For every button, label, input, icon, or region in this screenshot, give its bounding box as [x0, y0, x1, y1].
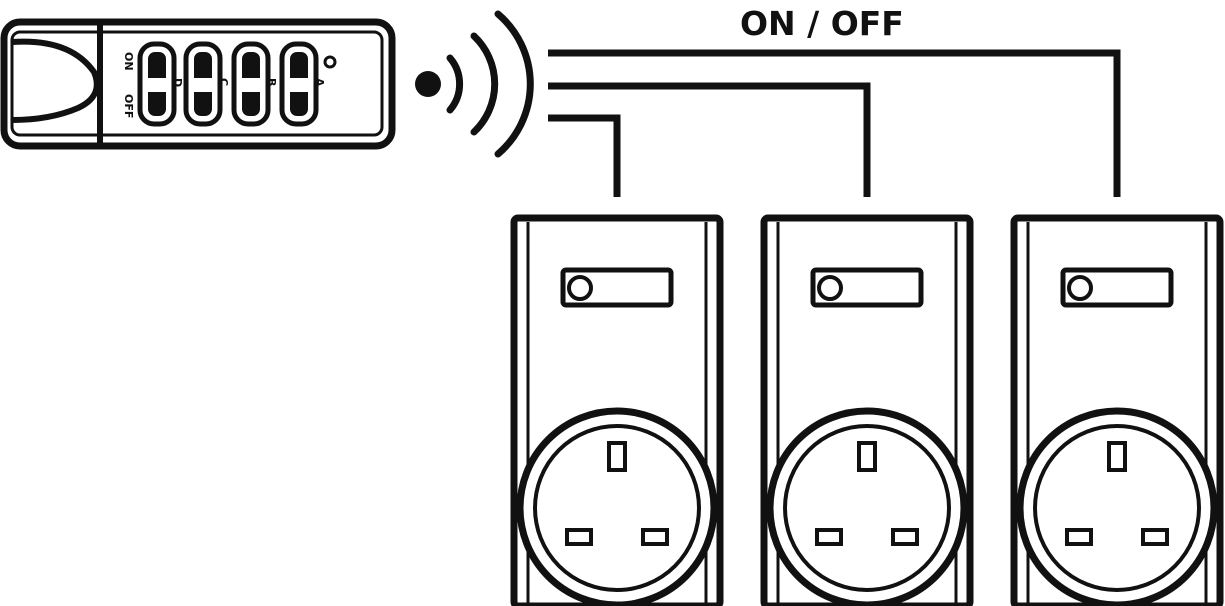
channel-label-b: B [265, 78, 278, 86]
remote-control: ON OFF D C B A [0, 18, 396, 150]
socket-button-icon[interactable] [817, 275, 843, 301]
channel-label-c: C [217, 78, 230, 86]
channel-switch-d[interactable]: D [137, 41, 184, 127]
remote-on-label: ON [122, 52, 135, 71]
signal-line-socket-3 [548, 49, 1121, 197]
socket-indicator-window [1060, 267, 1174, 308]
socket-indicator-window [560, 267, 674, 308]
channel-label-d: D [171, 78, 184, 87]
remote-led-icon [323, 55, 337, 69]
socket-2 [760, 214, 974, 606]
socket-button-icon[interactable] [567, 275, 593, 301]
channel-switch-a[interactable]: A [279, 41, 326, 127]
signal-lines [548, 49, 1121, 197]
remote-grip-icon [11, 38, 100, 123]
remote-off-label: OFF [122, 94, 135, 118]
socket-3 [1010, 214, 1224, 606]
uk-outlet-icon [766, 407, 968, 606]
signal-line-socket-2 [548, 82, 871, 197]
socket-1 [510, 214, 724, 606]
wireless-signal-icon [415, 10, 534, 158]
channel-switch-b[interactable]: B [231, 41, 278, 127]
signal-line-socket-1 [548, 114, 621, 197]
signal-label: ON / OFF [740, 4, 904, 43]
uk-outlet-icon [1016, 407, 1218, 606]
socket-indicator-window [810, 267, 924, 308]
channel-label-a: A [313, 78, 326, 87]
channel-switch-c[interactable]: C [183, 41, 230, 127]
socket-button-icon[interactable] [1067, 275, 1093, 301]
uk-outlet-icon [516, 407, 718, 606]
